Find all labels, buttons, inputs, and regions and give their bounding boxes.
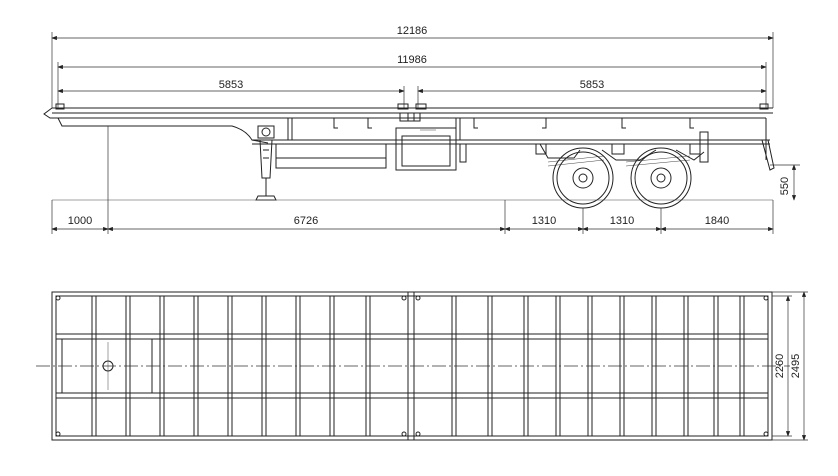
twistlocks [55,295,769,437]
wheel-rear-axle [630,147,692,209]
dim-inner-width-label: 2260 [774,354,786,378]
dim-right-container-label: 5853 [580,79,604,91]
dim-overall-width-label: 2495 [790,354,802,378]
dim-frame-length-label: 11986 [397,54,427,66]
dim-frame-length: 11986 [57,54,767,108]
dim-axle-spacing-1-label: 1310 [532,215,556,227]
width-dims: 2260 2495 [772,291,808,441]
dim-deck-height-label: 550 [779,177,791,195]
deck-frame [43,103,773,145]
dim-axle-spacing-2-label: 1310 [610,215,634,227]
suspension [535,143,705,167]
dim-left-container-label: 5853 [219,79,243,91]
rear-end [699,118,775,171]
dim-containers: 5853 5853 [57,79,767,108]
side-view: 12186 11986 5853 5853 [43,25,800,234]
dim-overall-length: 12186 [51,25,774,108]
dim-front-overhang-label: 1000 [68,215,92,227]
ground-dims: 1000 6726 1310 1310 1840 550 [51,126,800,234]
landing-gear [255,125,277,201]
dim-kingpin-axle-label: 6726 [294,215,318,227]
storage-box [275,127,467,171]
side-cross-members [287,118,694,140]
wheel-front-axle [552,147,614,209]
top-view: 2260 2495 [36,291,808,441]
dim-rear-overhang-label: 1840 [705,215,729,227]
dim-overall-length-label: 12186 [397,25,428,37]
